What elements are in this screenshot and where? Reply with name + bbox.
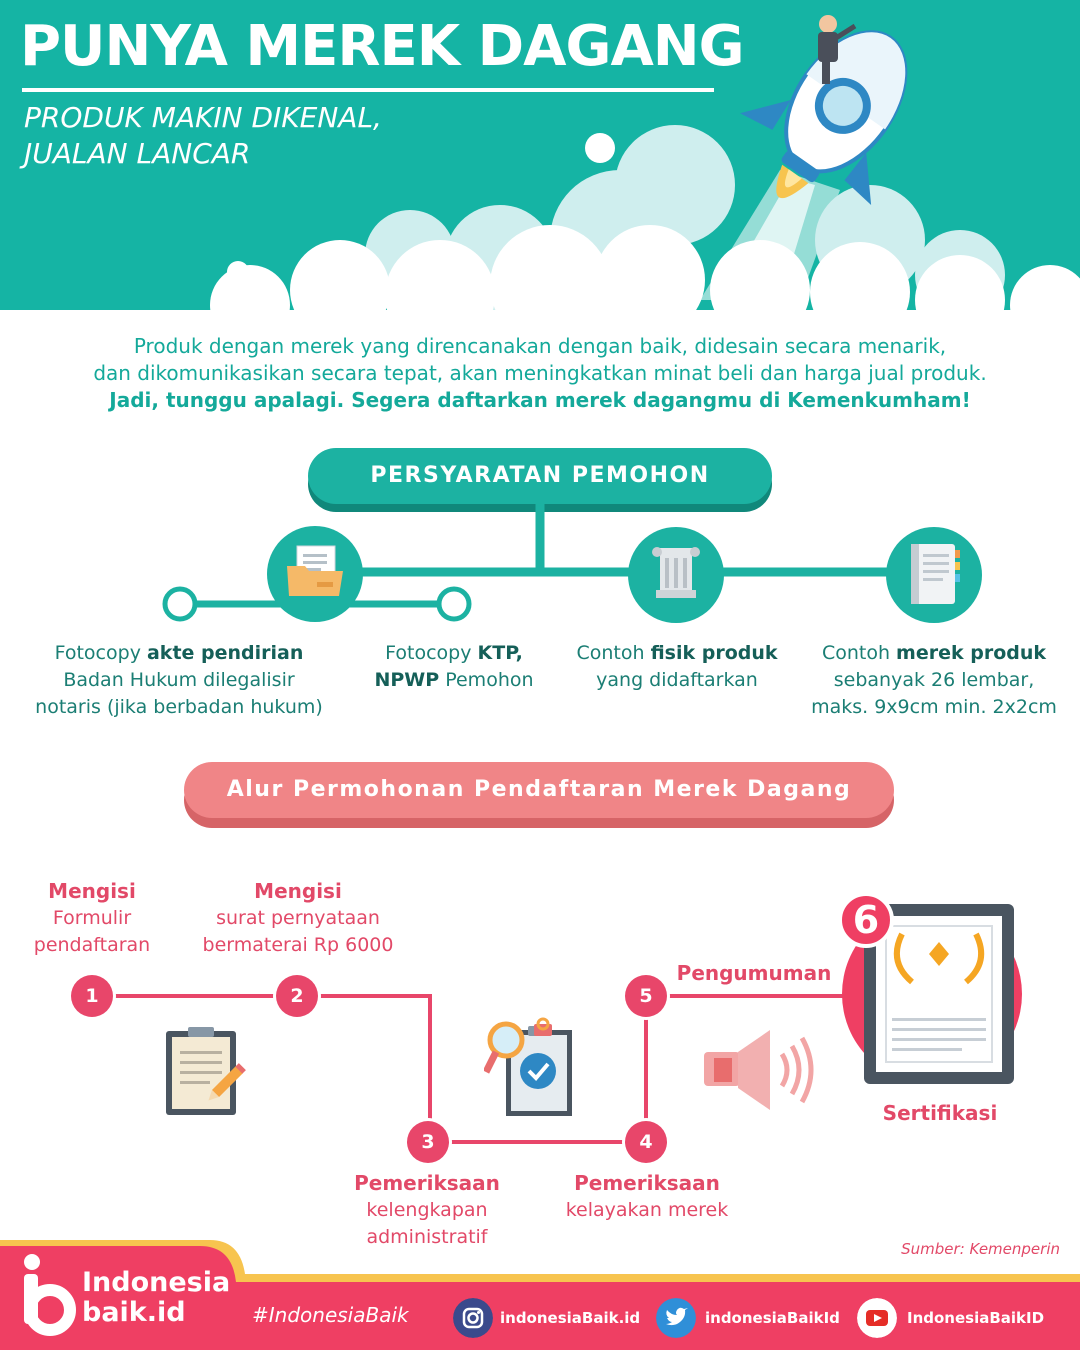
intro-call-to-action: Jadi, tunggu apalagi. Segera daftarkan m… <box>109 388 971 412</box>
requirement-line: Badan Hukum dilegalisir <box>63 669 295 691</box>
brand-name: Indonesia baik.id <box>82 1268 230 1328</box>
pillar-icon <box>628 527 724 623</box>
requirement-item: Contoh fisik produk yang didaftarkan <box>560 640 794 694</box>
megaphone-icon <box>704 1030 814 1110</box>
document-check-icon <box>484 1017 572 1116</box>
instagram-handle[interactable]: indonesiaBaik.id <box>500 1309 641 1327</box>
page-subtitle: PRODUK MAKIN DIKENAL, JUALAN LANCAR <box>24 100 524 172</box>
step-number: 1 <box>71 975 113 1017</box>
requirement-line: sebanyak 26 lembar, <box>833 669 1035 691</box>
youtube-handle[interactable]: IndonesiaBaikID <box>907 1309 1045 1327</box>
step-label: Mengisi Formulir pendaftaran <box>12 878 172 959</box>
clipboard-icon <box>166 1027 246 1115</box>
connector-dot <box>162 586 198 622</box>
step-title: Mengisi <box>48 879 136 903</box>
intro-paragraph: Produk dengan merek yang direncanakan de… <box>0 333 1080 414</box>
intro-line: dan dikomunikasikan secara tepat, akan m… <box>93 361 987 385</box>
requirement-line: NPWP Pemohon <box>374 669 534 691</box>
source-note: Sumber: Kemenperin <box>901 1240 1060 1258</box>
connector-dot <box>436 586 472 622</box>
step-title: Sertifikasi <box>882 1101 998 1125</box>
rocket-icon <box>740 30 908 206</box>
certificate-icon <box>838 892 1022 1084</box>
cloud-icon <box>210 125 1080 310</box>
youtube-icon[interactable] <box>857 1298 897 1338</box>
step-label: Sertifikasi <box>860 1100 1020 1127</box>
footer-shape <box>0 1240 1080 1350</box>
subtitle-line: PRODUK MAKIN DIKENAL, <box>24 101 382 134</box>
instagram-icon[interactable] <box>453 1298 493 1338</box>
step-line: bermaterai Rp 6000 <box>202 934 394 956</box>
twitter-handle[interactable]: indonesiaBaikId <box>705 1309 840 1327</box>
step-number: 2 <box>276 975 318 1017</box>
requirement-line: maks. 9x9cm min. 2x2cm <box>811 696 1057 718</box>
step-title: Pemeriksaan <box>574 1171 720 1195</box>
step-number: 5 <box>625 975 667 1017</box>
notebook-icon <box>886 527 982 623</box>
requirement-line: yang didaftarkan <box>596 669 758 691</box>
step-number: 6 <box>852 898 880 942</box>
requirement-line: Contoh fisik produk <box>576 642 778 664</box>
folder-icon <box>267 526 363 622</box>
header-banner: PUNYA MEREK DAGANG PRODUK MAKIN DIKENAL,… <box>0 0 1080 310</box>
title-divider <box>22 88 714 92</box>
step-label: Pengumuman <box>674 960 834 987</box>
step-title: Pengumuman <box>676 961 832 985</box>
step-title: Pemeriksaan <box>354 1171 500 1195</box>
brand-line: baik.id <box>82 1297 186 1328</box>
step-line: Formulir <box>52 907 132 929</box>
step-line: surat pernyataan <box>216 907 380 929</box>
astronaut-icon <box>818 15 857 84</box>
requirement-line: notaris (jika berbadan hukum) <box>35 696 323 718</box>
step-label: Mengisi surat pernyataan bermaterai Rp 6… <box>188 878 408 959</box>
requirement-line: Fotocopy akte pendirian <box>54 642 304 664</box>
page-title: PUNYA MEREK DAGANG <box>20 14 745 79</box>
requirement-item: Contoh merek produk sebanyak 26 lembar, … <box>800 640 1068 721</box>
requirement-line: Fotocopy KTP, <box>385 642 523 664</box>
requirement-item: Fotocopy KTP, NPWP Pemohon <box>352 640 556 694</box>
requirement-item: Fotocopy akte pendirian Badan Hukum dile… <box>18 640 340 721</box>
brand-logo-icon <box>24 1254 76 1336</box>
requirements-heading: PERSYARATAN PEMOHON <box>308 448 772 504</box>
step-number: 4 <box>625 1121 667 1163</box>
step-line: kelayakan merek <box>565 1199 729 1221</box>
subtitle-line: JUALAN LANCAR <box>24 137 251 170</box>
intro-line: Produk dengan merek yang direncanakan de… <box>133 334 947 358</box>
flow-connector <box>92 994 870 1144</box>
header-illustration <box>210 15 1080 310</box>
step-label: Pemeriksaan kelayakan merek <box>552 1170 742 1224</box>
step-title: Mengisi <box>254 879 342 903</box>
step-number: 3 <box>407 1121 449 1163</box>
step-line: kelengkapan <box>366 1199 488 1221</box>
requirement-line: Contoh merek produk <box>821 642 1047 664</box>
brand-line: Indonesia <box>82 1267 231 1298</box>
step-label: Pemeriksaan kelengkapan administratif <box>337 1170 517 1251</box>
requirements-connector <box>162 504 935 622</box>
step-line: pendaftaran <box>33 934 151 956</box>
hashtag: #IndonesiaBaik <box>252 1303 409 1327</box>
flow-heading: Alur Permohonan Pendaftaran Merek Dagang <box>184 762 894 818</box>
step-line: administratif <box>366 1226 488 1248</box>
twitter-icon[interactable] <box>656 1298 696 1338</box>
